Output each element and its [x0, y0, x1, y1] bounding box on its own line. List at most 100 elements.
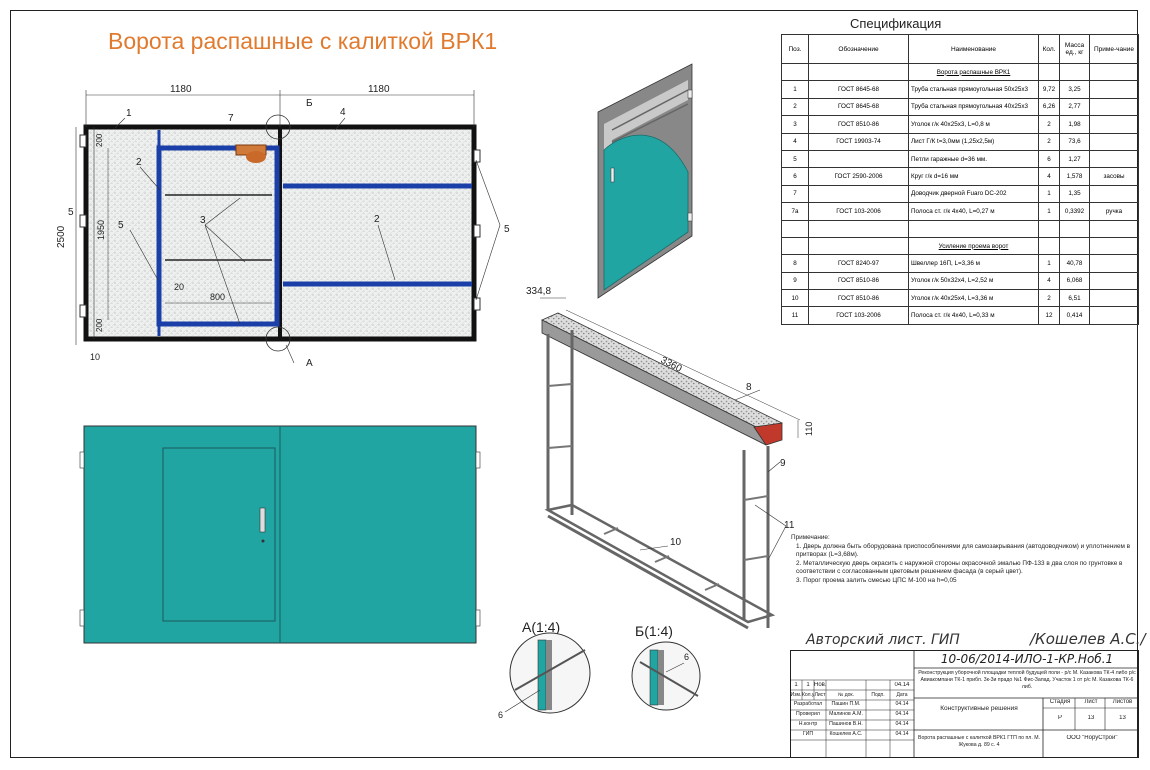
svg-text:110: 110	[804, 422, 814, 436]
role-label: Разработал	[793, 701, 823, 707]
svg-text:9: 9	[780, 458, 786, 469]
svg-text:8: 8	[746, 382, 752, 393]
svg-text:2: 2	[136, 157, 142, 168]
gip-name: /Кошелев А.С./	[1030, 630, 1146, 648]
col-header: Подп.	[871, 692, 885, 698]
spec-header-row: Поз. Обозначение Наименование Кол. Масса…	[781, 34, 1139, 64]
sign-date: 04.14	[895, 711, 909, 717]
svg-text:334,8: 334,8	[526, 286, 551, 297]
spec-col-note: Приме-чание	[1089, 34, 1139, 64]
rev-cell: 1	[806, 682, 810, 688]
svg-text:5: 5	[118, 220, 124, 231]
note-item: 3. Порог проема залить смесью ЦПС М-100 …	[796, 576, 957, 584]
svg-text:А(1:4): А(1:4)	[522, 619, 560, 635]
stage-value: Р	[1057, 715, 1062, 721]
section-name: Конструктивные решения	[940, 705, 1018, 712]
svg-text:1: 1	[126, 108, 132, 119]
spec-col-code: Обозначение	[808, 34, 909, 64]
col-header: Дата	[896, 692, 908, 698]
drawing-sheet	[10, 10, 1138, 758]
note-item: 2. Металлическую дверь окрасить с наружн…	[796, 559, 1123, 576]
spec-blank-row	[781, 219, 1139, 238]
role-label: ГИП	[802, 731, 814, 737]
spec-section-row: Усиление проема ворот	[781, 236, 1139, 256]
detail-b: Б(1:4) 6	[631, 623, 701, 711]
spec-col-mass: Масса ед., кг	[1059, 34, 1090, 64]
svg-text:1950: 1950	[96, 220, 106, 240]
svg-text:2500: 2500	[56, 225, 67, 248]
svg-text:1180: 1180	[368, 84, 390, 95]
gate-leaf-isometric	[597, 63, 693, 299]
drawing-code: 10-06/2014-ИЛО-1-КР.Ноб.1	[940, 652, 1114, 666]
drawing-name: Ворота распашные с калиткой ВРК1 ГТП по …	[918, 735, 1040, 748]
opening-reinforcement-isometric	[540, 297, 801, 630]
svg-text:5: 5	[68, 207, 74, 218]
svg-text:200: 200	[95, 318, 104, 332]
role-label: Проверил	[796, 711, 820, 717]
col-header: Изм.	[790, 692, 802, 698]
svg-text:6: 6	[684, 652, 689, 662]
svg-text:6: 6	[498, 710, 503, 720]
sheet-header: Лист	[1084, 699, 1098, 705]
col-header: № док.	[837, 692, 855, 698]
svg-text:1180: 1180	[170, 84, 192, 95]
sheets-header: Листов	[1112, 699, 1133, 705]
person-name: Пашин П.М.	[831, 701, 861, 707]
col-header: Лист	[814, 692, 826, 698]
rev-cell: 04.14	[894, 682, 910, 688]
rev-cell: 1	[794, 682, 798, 688]
svg-text:200: 200	[95, 133, 104, 147]
svg-text:А: А	[306, 358, 313, 369]
svg-text:800: 800	[210, 292, 225, 302]
spec-title: Спецификация	[850, 16, 942, 31]
project-name: Реконструкция уборочной площадки теплой …	[918, 670, 1136, 690]
sign-date: 04.14	[895, 721, 909, 727]
svg-text:7: 7	[228, 113, 234, 124]
organization: ООО "НоруСтрой"	[1066, 735, 1118, 741]
spec-section-row: Ворота распашные ВРК1	[781, 62, 1139, 82]
col-header: Кол.уч	[802, 692, 814, 698]
spec-col-name: Наименование	[908, 34, 1039, 64]
spec-col-qty: Кол.	[1038, 34, 1060, 64]
specification-table: Поз. Обозначение Наименование Кол. Масса…	[781, 34, 1139, 325]
svg-text:10: 10	[670, 537, 682, 548]
gate-front-elevation	[79, 425, 481, 644]
svg-text:10: 10	[90, 352, 100, 362]
svg-text:3: 3	[200, 215, 206, 226]
sheet-value: 13	[1087, 715, 1095, 721]
stage-header: Стадия	[1049, 699, 1071, 705]
author-sheet-label: Авторский лист. ГИП	[806, 632, 960, 648]
detail-a: А(1:4) 6	[498, 619, 591, 720]
svg-text:11: 11	[784, 520, 795, 531]
person-name: Малинов А.М.	[829, 711, 863, 717]
rev-cell: Нов.	[814, 682, 826, 688]
notes-block: Примечание: 1. Дверь должна быть оборудо…	[791, 534, 1141, 586]
svg-text:4: 4	[340, 107, 346, 118]
gate-elevation-frame	[75, 90, 501, 364]
svg-text:5: 5	[504, 224, 510, 235]
dimension-labels: 1180 1180 2500 200 1950 200 800 20 10 1 …	[56, 84, 510, 369]
svg-text:20: 20	[174, 282, 184, 292]
svg-text:Б(1:4): Б(1:4)	[635, 623, 673, 639]
svg-text:2: 2	[374, 214, 380, 225]
sign-date: 04.14	[895, 701, 909, 707]
sign-date: 04.14	[895, 731, 909, 737]
role-label: Н.контр	[798, 721, 818, 727]
person-name: Кошелев А.С.	[829, 731, 863, 737]
notes-heading: Примечание:	[791, 534, 830, 541]
spec-col-pos: Поз.	[781, 34, 809, 64]
person-name: Пашинов В.Н.	[829, 721, 863, 727]
